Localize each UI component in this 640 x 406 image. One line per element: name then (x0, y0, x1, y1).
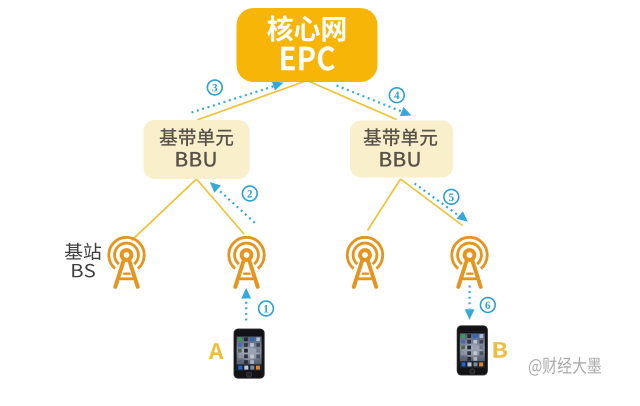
svg-text:4: 4 (394, 90, 400, 102)
svg-text:3: 3 (212, 83, 218, 95)
svg-text:2: 2 (247, 189, 253, 201)
svg-text:6: 6 (485, 300, 491, 312)
svg-text:5: 5 (449, 192, 455, 204)
svg-text:1: 1 (263, 304, 269, 316)
